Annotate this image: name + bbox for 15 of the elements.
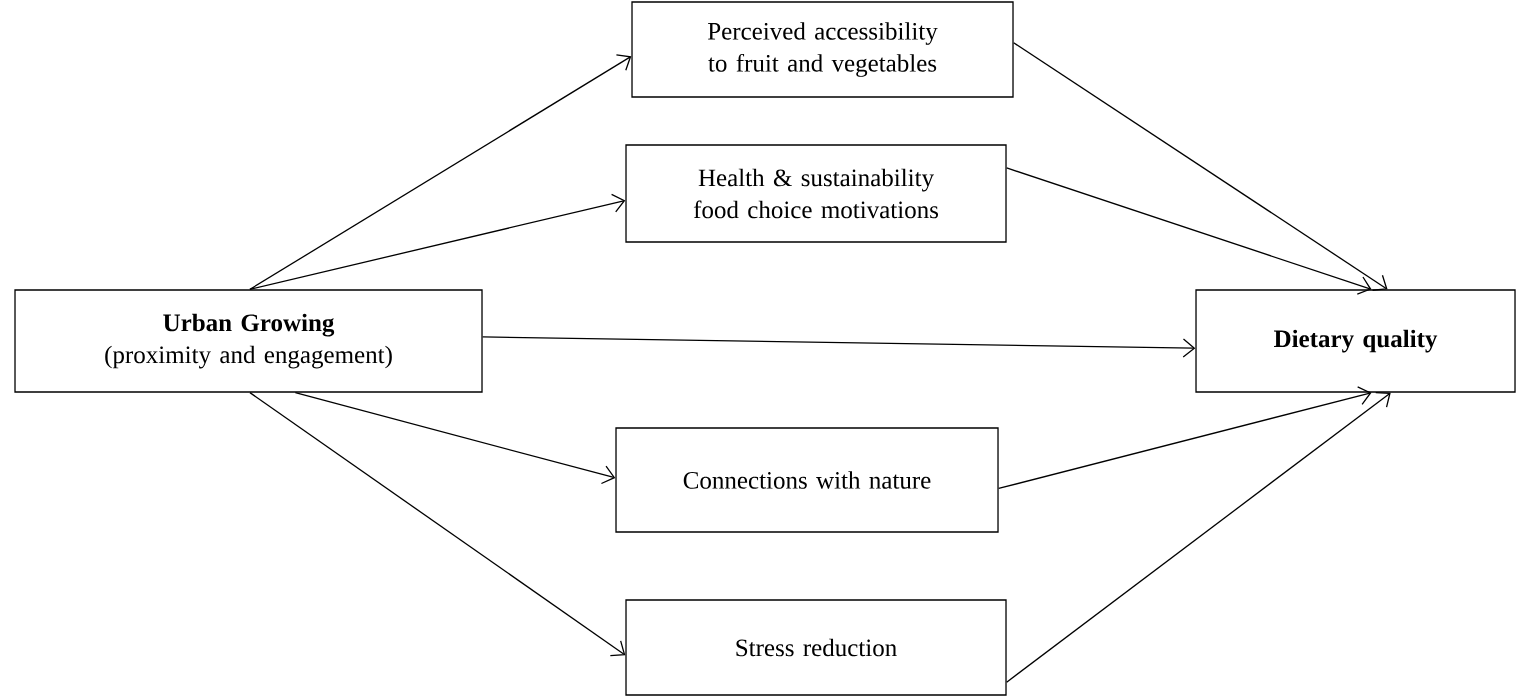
arrow <box>1006 392 1391 683</box>
box: Health & sustainability food choice motivations <box>625 144 1007 243</box>
arrow <box>482 336 1196 358</box>
arrow <box>294 392 616 485</box>
arrow <box>1006 167 1372 295</box>
arrow <box>1013 42 1388 291</box>
box: Connections with nature <box>615 427 999 533</box>
box: Dietary quality <box>1195 289 1516 393</box>
box: Urban Growing (proximity and engagement) <box>14 289 483 393</box>
box: Stress reduction <box>625 599 1007 696</box>
arrow <box>249 54 632 290</box>
arrow <box>998 386 1372 490</box>
box: Perceived accessibility to fruit and vegetables <box>631 1 1014 98</box>
arrow <box>249 193 626 290</box>
arrow <box>249 392 626 657</box>
